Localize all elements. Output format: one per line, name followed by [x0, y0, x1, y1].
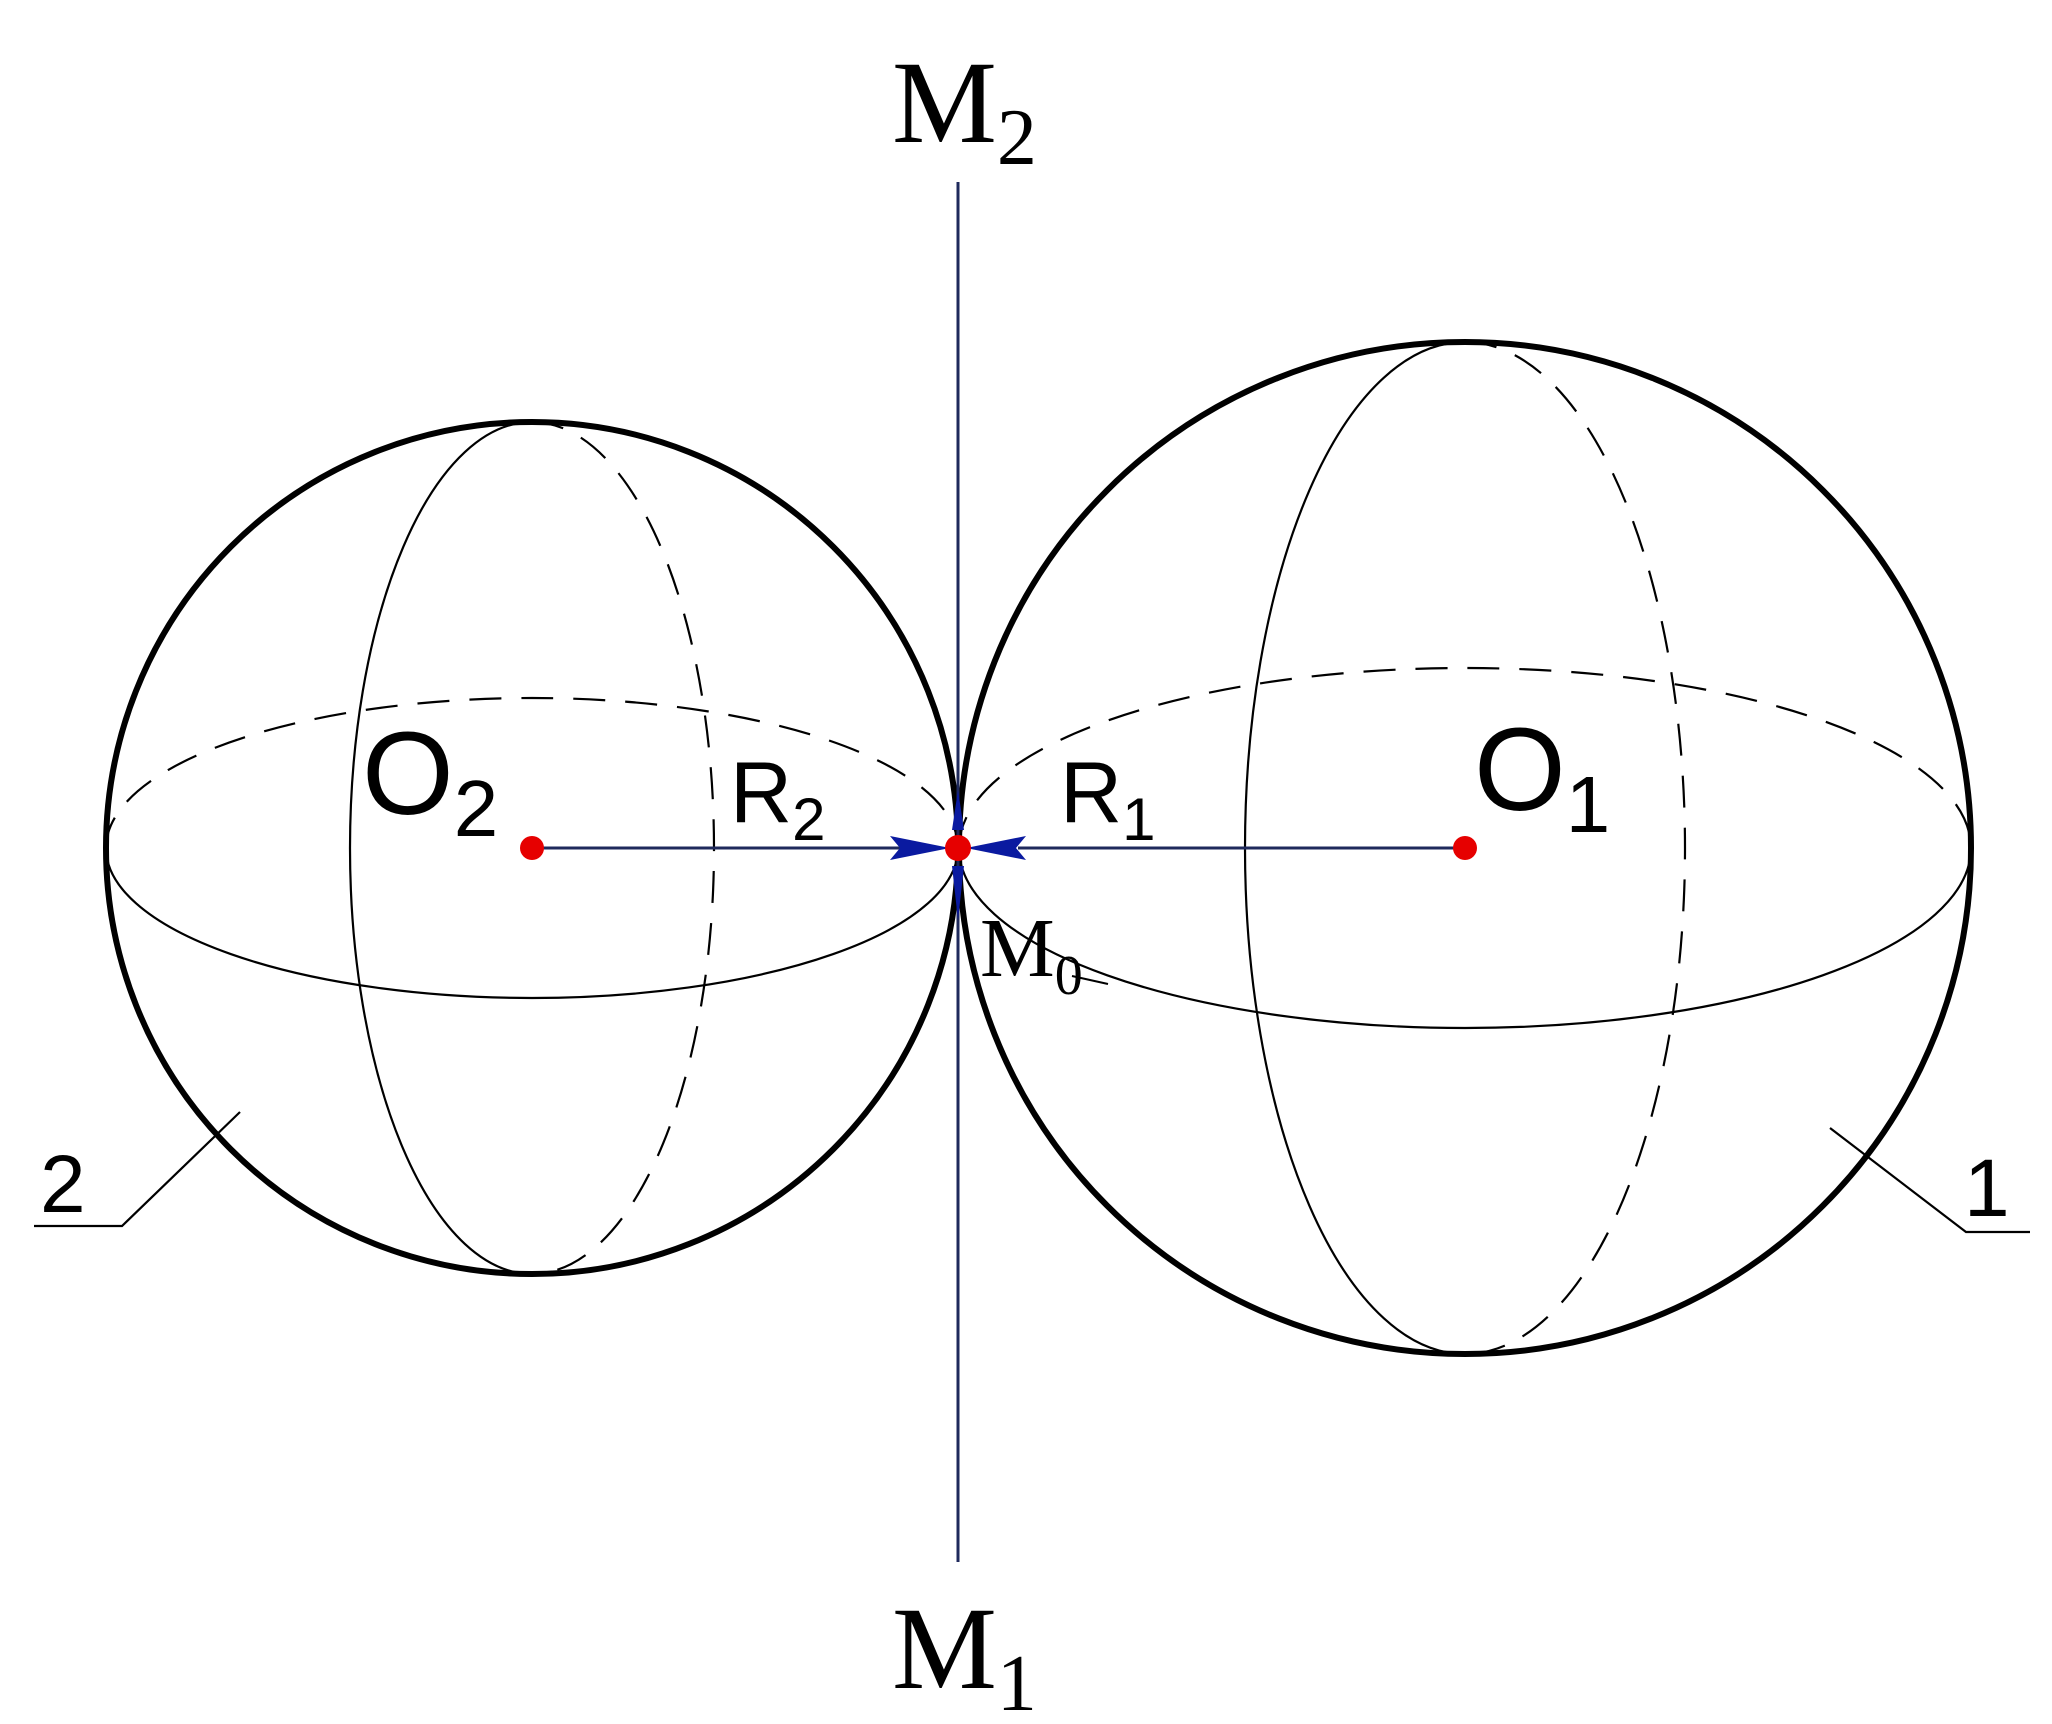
label-m2-sub: 2	[997, 94, 1037, 182]
sphere-1-equator-back	[957, 666, 1973, 849]
sphere-2-equator-front	[104, 847, 960, 1000]
sphere-2-equator-back	[104, 696, 960, 849]
label-m2: M2	[892, 37, 1037, 182]
point-m0	[945, 835, 971, 861]
label-m1: M1	[892, 1583, 1037, 1724]
label-sphere-2: 2	[40, 1139, 86, 1230]
label-r1: R1	[1060, 745, 1155, 853]
label-m0: M0	[980, 902, 1083, 1007]
label-o1-sub: 1	[1566, 760, 1611, 849]
label-r1-sub: 1	[1122, 786, 1155, 853]
label-r2: R2	[730, 745, 825, 853]
label-sphere-1: 1	[1964, 1143, 2010, 1234]
contact-mark-top	[952, 790, 964, 830]
label-o2-sub: 2	[454, 764, 499, 853]
label-m1-base: M	[892, 1583, 997, 1714]
arrowhead-r1	[966, 836, 1026, 860]
label-m0-base: M	[980, 902, 1055, 995]
label-r2-sub: 2	[792, 786, 825, 853]
contact-mark-bottom	[952, 866, 964, 920]
label-r2-base: R	[730, 745, 792, 841]
label-o2-base: O	[362, 708, 454, 840]
point-o2	[520, 836, 544, 860]
label-o1: O1	[1474, 704, 1610, 849]
leader-line-m0	[1071, 975, 1109, 985]
sphere-2-meridian-front	[348, 420, 533, 1276]
label-m2-base: M	[892, 37, 997, 168]
label-r1-base: R	[1060, 745, 1122, 841]
leader-line-sphere-1	[1829, 1127, 2030, 1234]
sphere-1-equator-front	[957, 847, 1973, 1030]
label-o1-base: O	[1474, 704, 1566, 836]
label-m1-sub: 1	[997, 1640, 1037, 1724]
label-m0-sub: 0	[1055, 945, 1083, 1007]
label-o2: O2	[362, 708, 498, 853]
point-o1	[1453, 836, 1477, 860]
sphere-1-meridian-back	[1464, 340, 1687, 1356]
arrowhead-r2	[890, 836, 950, 860]
leader-line-sphere-2	[34, 1111, 241, 1228]
